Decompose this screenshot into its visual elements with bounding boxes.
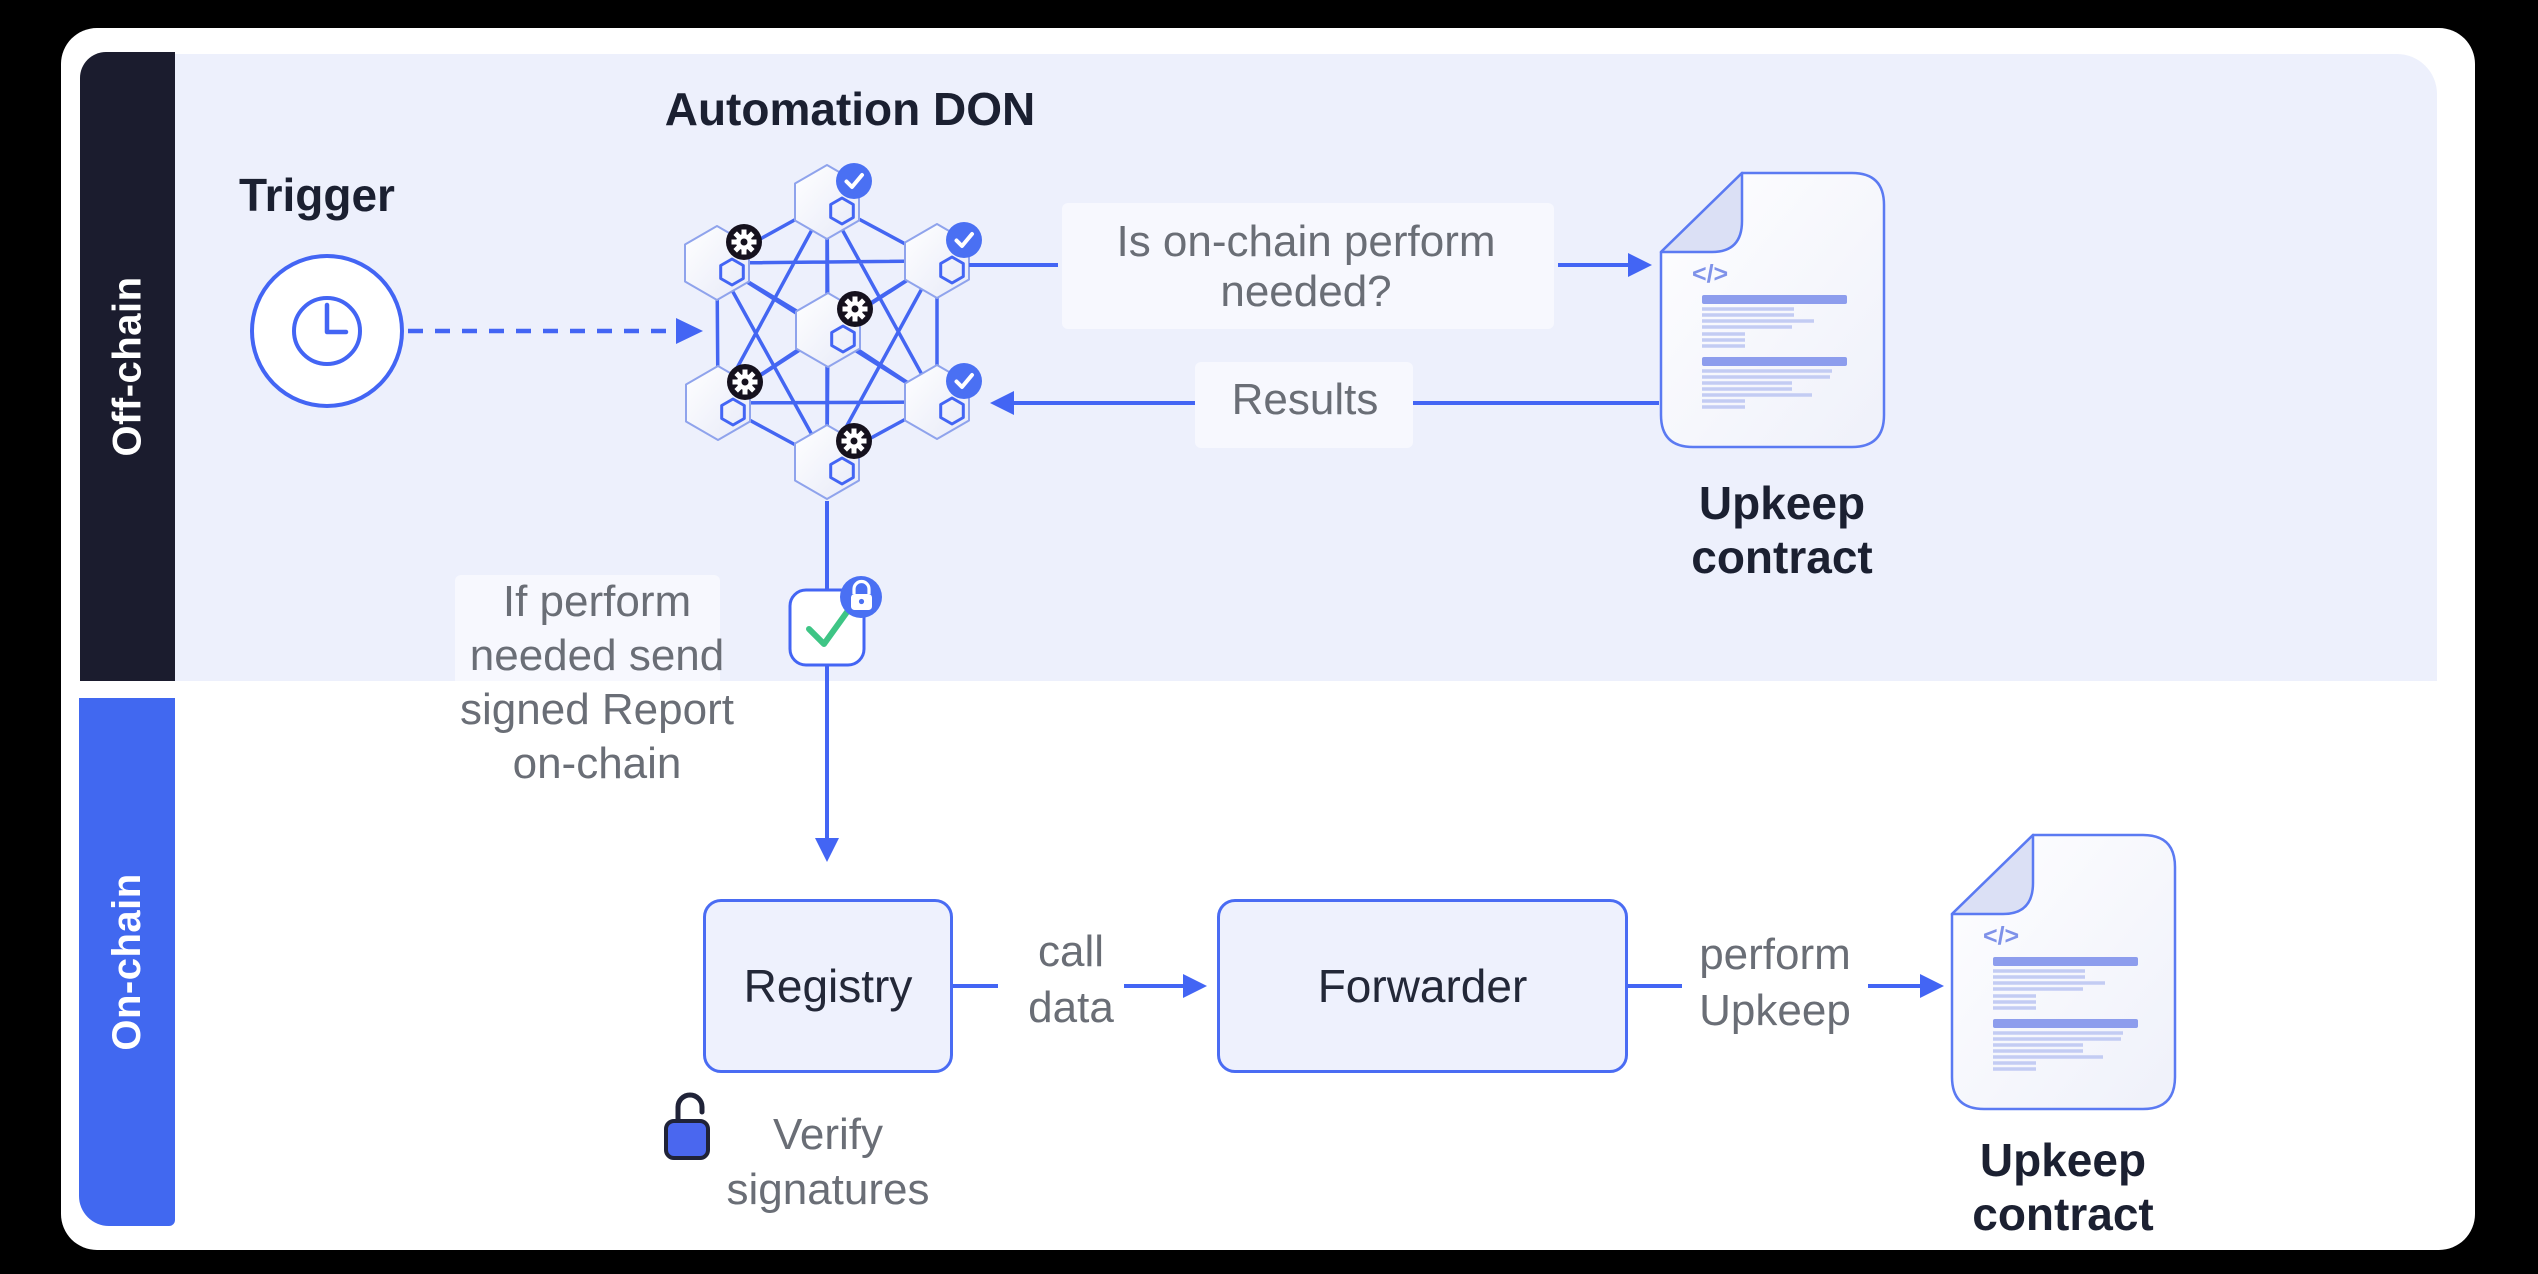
offchain-sidebar xyxy=(80,52,175,681)
call-data-label: call data xyxy=(1028,927,1114,1032)
code-icon: </> xyxy=(1983,922,2020,950)
results-label: Results xyxy=(1231,375,1379,424)
upkeep-contract-label-onchain: Upkeep contract xyxy=(1972,1134,2154,1240)
perform-upkeep-label: perform Upkeep xyxy=(1699,930,1851,1035)
forwarder-box: Forwarder xyxy=(1217,899,1628,1073)
onchain-sidebar-label: On-chain xyxy=(104,873,149,1051)
forwarder-label: Forwarder xyxy=(1317,960,1528,1012)
verify-signatures-label: Verify signatures xyxy=(726,1110,930,1214)
offchain-sidebar-label: Off-chain xyxy=(105,276,150,457)
report-note-background xyxy=(455,575,720,687)
onchain-sidebar xyxy=(79,698,175,1226)
upkeep-contract-label-offchain: Upkeep contract xyxy=(1691,477,1873,583)
question-label-background xyxy=(1062,203,1554,329)
report-note-label: If perform needed send signed Report on-… xyxy=(460,577,734,788)
trigger-label: Trigger xyxy=(239,169,395,221)
question-label: Is on-chain perform needed? xyxy=(1116,217,1496,316)
registry-box: Registry xyxy=(703,899,953,1073)
results-label-background xyxy=(1195,362,1413,448)
registry-label: Registry xyxy=(743,960,913,1012)
automation-don-title: Automation DON xyxy=(664,83,1036,135)
code-icon: </> xyxy=(1692,260,1729,288)
